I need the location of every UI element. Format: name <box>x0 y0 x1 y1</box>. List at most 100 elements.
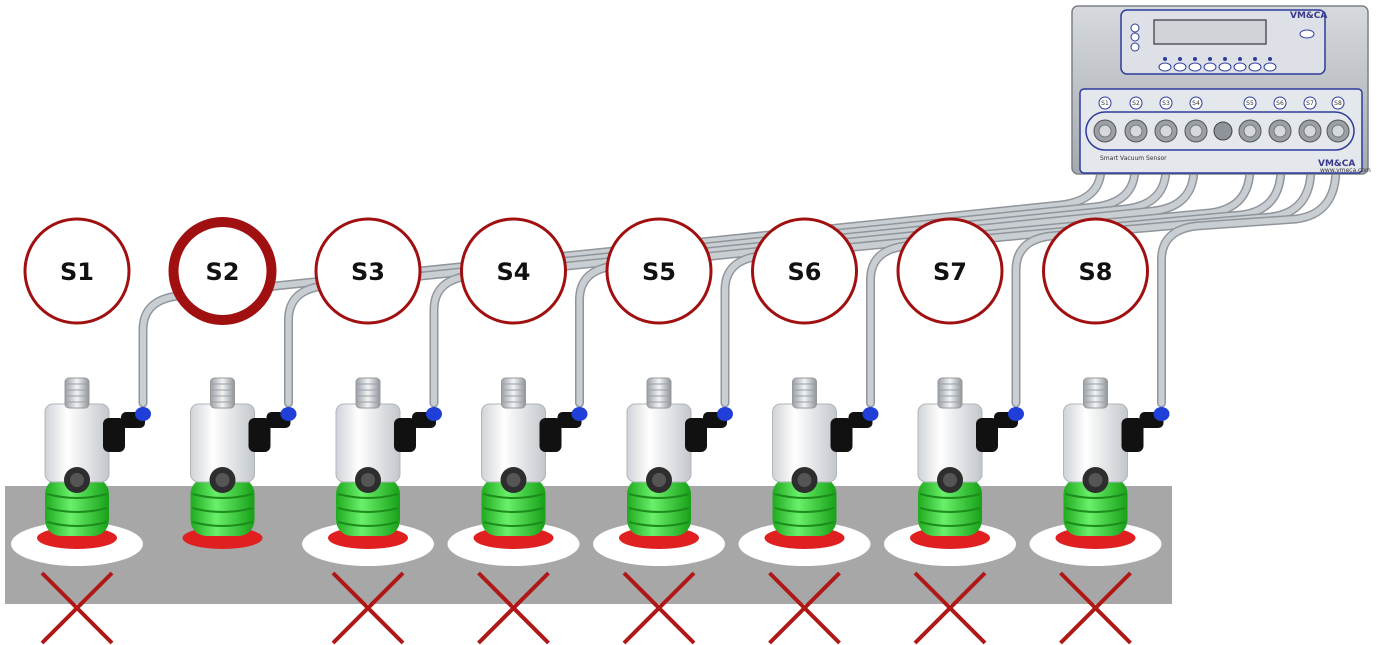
exhaust-port-core <box>797 473 812 487</box>
adjust-screw <box>937 377 963 409</box>
channel-button <box>1158 62 1172 72</box>
status-led <box>1178 57 1182 61</box>
brand-url: www.vmeca.com <box>1320 167 1371 174</box>
elbow-fitting <box>830 418 853 452</box>
exhaust-port-core <box>652 473 666 487</box>
cross-stroke <box>331 571 405 645</box>
station-circle <box>314 217 422 325</box>
panel-caption: Smart Vacuum Sensor <box>1100 155 1167 162</box>
mode-button <box>1299 29 1315 39</box>
station-label: S2 <box>206 258 240 286</box>
connector-socket <box>1213 121 1233 141</box>
station-circle <box>23 217 131 325</box>
elbow-fitting <box>103 418 125 452</box>
channel-button <box>1173 62 1187 72</box>
vacuum-tube <box>1013 165 1314 406</box>
vacuum-generator <box>1029 377 1170 566</box>
bellows-fold <box>337 493 399 499</box>
lcd-display <box>1153 19 1267 45</box>
station-label: S7 <box>933 258 967 286</box>
bellows-fold <box>192 507 253 513</box>
cross-mark <box>331 571 405 645</box>
station-label: S5 <box>642 258 676 286</box>
bellows-fold <box>483 493 544 499</box>
port-label: S3 <box>1162 100 1170 107</box>
station-circle <box>605 217 713 325</box>
vacuum-tube <box>285 165 1138 406</box>
elbow-fitting <box>248 418 271 452</box>
status-led <box>1193 57 1197 61</box>
station-label: S8 <box>1079 258 1113 286</box>
cross-mark <box>913 571 987 645</box>
vacuum-generator <box>884 377 1024 566</box>
generator-layer <box>11 377 1170 566</box>
cross-mark <box>1059 571 1132 645</box>
port-fitting-core <box>1159 124 1173 138</box>
status-led <box>1223 57 1227 61</box>
port-label: S2 <box>1132 100 1140 107</box>
elbow-fitting <box>539 418 562 452</box>
adjust-screw <box>1083 377 1108 409</box>
cross-layer <box>40 571 1132 645</box>
brand-logo: VM&CA <box>1290 11 1327 21</box>
port-fitting-core <box>1273 124 1287 138</box>
bellows-fold <box>1065 493 1126 499</box>
bellows-fold <box>919 493 981 499</box>
push-in-collar <box>717 407 733 421</box>
port-label: S5 <box>1246 100 1254 107</box>
cross-mark <box>40 571 114 645</box>
port-fitting-core <box>1098 124 1112 138</box>
exhaust-port-core <box>1088 473 1103 487</box>
exhaust-port-core <box>943 473 957 487</box>
cross-stroke <box>913 571 987 645</box>
port-label: S1 <box>1101 100 1109 107</box>
status-led <box>1268 57 1272 61</box>
suction-cup-bellows <box>45 478 109 536</box>
nav-button <box>1130 32 1140 42</box>
brand-logo-bottom: VM&CA <box>1318 159 1355 169</box>
port-label-badge <box>1159 96 1173 110</box>
cross-mark <box>768 571 841 645</box>
elbow-fitting <box>1121 418 1144 452</box>
exhaust-port-core <box>215 473 230 487</box>
bellows-fold <box>337 521 399 527</box>
station-circle <box>1042 217 1149 325</box>
push-in-collar <box>135 407 151 421</box>
bellows-fold <box>628 507 690 513</box>
suction-cup-bellows <box>627 478 691 536</box>
port-label-badge <box>1129 96 1143 110</box>
push-in-collar <box>571 407 588 421</box>
cross-mark <box>477 571 550 645</box>
status-led <box>1238 57 1242 61</box>
bellows-fold <box>774 507 835 513</box>
bellows-fold <box>192 521 253 527</box>
station-label: S3 <box>351 258 385 286</box>
adjust-screw <box>646 377 672 409</box>
adjust-screw <box>792 377 817 409</box>
adjust-screw <box>501 377 526 409</box>
status-led <box>1253 57 1257 61</box>
bellows-fold <box>483 507 544 513</box>
exhaust-port-core <box>506 473 521 487</box>
port-label-badge <box>1273 96 1287 110</box>
elbow-fitting <box>685 418 707 452</box>
vacuum-generator <box>11 377 151 566</box>
vacuum-generator <box>593 377 733 566</box>
cross-stroke <box>40 571 114 645</box>
vacuum-tube <box>576 165 1197 406</box>
bellows-fold <box>483 521 544 527</box>
port-label-badge <box>1243 96 1257 110</box>
station-label: S6 <box>788 258 822 286</box>
cross-stroke <box>477 571 550 645</box>
push-in-collar <box>1153 407 1170 421</box>
port-label: S4 <box>1192 100 1200 107</box>
port-label: S8 <box>1334 100 1342 107</box>
bellows-fold <box>1065 507 1126 513</box>
adjust-screw <box>355 377 381 409</box>
bellows-fold <box>774 521 835 527</box>
suction-cup-bellows <box>336 478 400 536</box>
nav-button <box>1130 42 1140 52</box>
